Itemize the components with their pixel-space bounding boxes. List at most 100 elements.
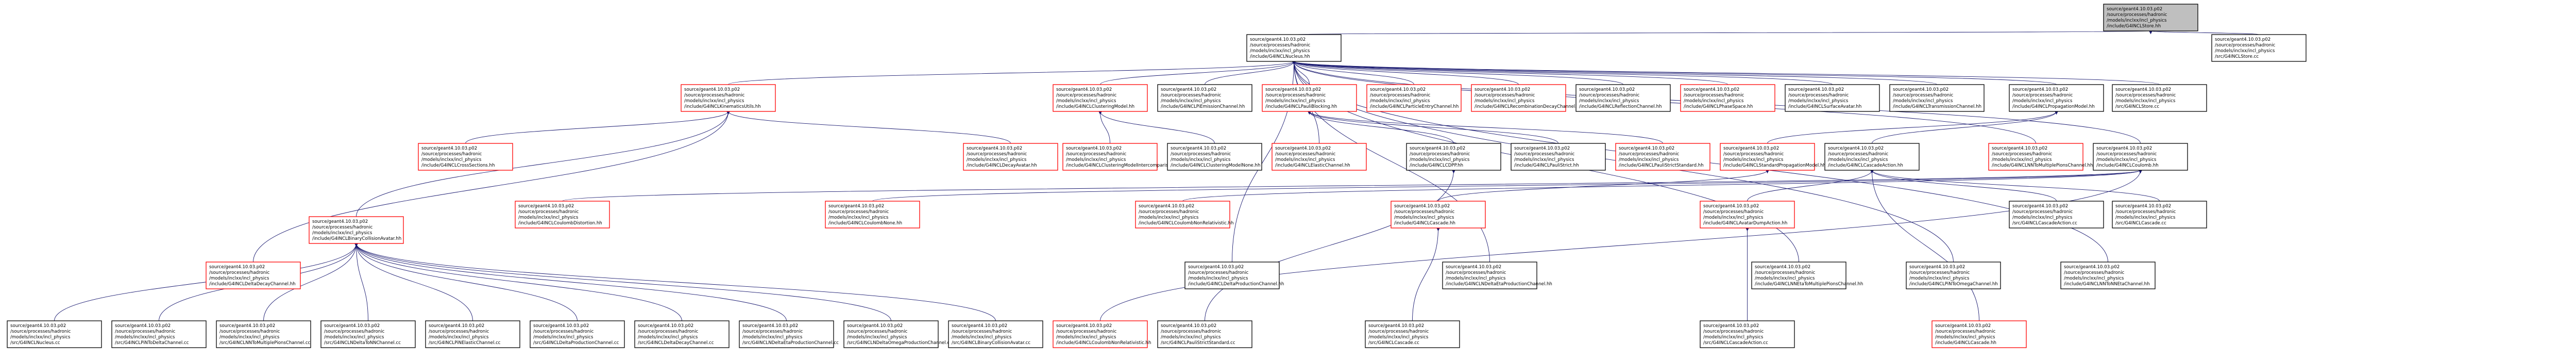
node-box [1700, 201, 1795, 229]
node-label-line: /models/inclxx/incl_physics [1056, 99, 1116, 104]
graph-node-recoilch[interactable]: source/geant4.10.03.p02/source/processes… [1471, 84, 1582, 112]
graph-node-store-cc[interactable]: source/geant4.10.03.p02/source/processes… [2112, 84, 2207, 112]
graph-node-cdpp[interactable]: source/geant4.10.03.p02/source/processes… [1406, 143, 1501, 171]
graph-node-coulombnonrel[interactable]: source/geant4.10.03.p02/source/processes… [1135, 201, 1233, 229]
node-label-line: /models/inclxx/incl_physics [1368, 335, 1429, 340]
node-label-line: /include/G4INCLPiNToOmegaChannel.hh [1909, 282, 1998, 287]
graph-node-clustering[interactable]: source/geant4.10.03.p02/source/processes… [1053, 84, 1148, 112]
graph-node-b-eta-cc[interactable]: source/geant4.10.03.p02/source/processes… [739, 320, 839, 348]
node-label-line: /include/G4INCLParticleEntryChannel.hh [1370, 104, 1459, 109]
graph-node-deltaprod[interactable]: source/geant4.10.03.p02/source/processes… [1184, 262, 1284, 289]
graph-node-b-binary-cc[interactable]: source/geant4.10.03.p02/source/processes… [320, 320, 416, 348]
node-label-line: /source/processes/hadronic [847, 329, 908, 334]
graph-edge [1292, 61, 2160, 85]
graph-edge [465, 111, 730, 144]
graph-node-b-coll-cc[interactable]: source/geant4.10.03.p02/source/processes… [948, 320, 1043, 348]
node-label-line: /include/G4INCLTransmissionChannel.hh [1893, 104, 1981, 109]
graph-edge [354, 243, 473, 321]
graph-node-propagation[interactable]: source/geant4.10.03.p02/source/processes… [2009, 84, 2104, 112]
graph-node-b-kin-cc[interactable]: source/geant4.10.03.p02/source/processes… [111, 320, 207, 348]
node-label-line: /models/inclxx/incl_physics [1935, 335, 1995, 340]
graph-node-incl-cc-hh[interactable]: source/geant4.10.03.p02/source/processes… [418, 143, 513, 171]
graph-node-piemission[interactable]: source/geant4.10.03.p02/source/processes… [1157, 84, 1252, 112]
node-box [948, 320, 1043, 348]
graph-node-cascadeaction-cc[interactable]: source/geant4.10.03.p02/source/processes… [2009, 201, 2104, 229]
graph-edge [1308, 111, 1454, 144]
node-label-line: /models/inclxx/incl_physics [115, 335, 175, 340]
graph-node-paulistd[interactable]: source/geant4.10.03.p02/source/processes… [1511, 143, 1606, 171]
graph-node-interaction[interactable]: source/geant4.10.03.p02/source/processes… [1680, 84, 1775, 112]
graph-node-stdprop[interactable]: source/geant4.10.03.p02/source/processes… [1720, 143, 1826, 171]
graph-node-nnetaprod[interactable]: source/geant4.10.03.p02/source/processes… [1751, 262, 1863, 289]
graph-node-pauli[interactable]: source/geant4.10.03.p02/source/processes… [1262, 84, 1357, 112]
node-box [530, 320, 625, 348]
graph-node-nucleus[interactable]: source/geant4.10.03.p02/source/processes… [1246, 34, 1342, 62]
graph-node-b-cascade-hh[interactable]: source/geant4.10.03.p02/source/processes… [1931, 320, 2027, 348]
graph-node-avataraction[interactable]: source/geant4.10.03.p02/source/processes… [1700, 201, 1795, 229]
graph-node-coulombnone[interactable]: source/geant4.10.03.p02/source/processes… [825, 201, 920, 229]
node-label-line: /include/G4INCLPhaseSpace.hh [1684, 104, 1753, 109]
node-box [2211, 34, 2307, 62]
graph-edge [1292, 61, 1833, 85]
node-label-line: /include/G4INCLSurfaceAvatar.hh [1788, 104, 1861, 109]
graph-node-b-decay-cc[interactable]: source/geant4.10.03.p02/source/processes… [425, 320, 520, 348]
node-label-line: source/geant4.10.03.p02 [1828, 146, 1884, 151]
graph-node-inclcascade[interactable]: source/geant4.10.03.p02/source/processes… [1391, 201, 1486, 229]
graph-node-crosssec[interactable]: source/geant4.10.03.p02/source/processes… [206, 262, 301, 289]
node-label-line: /source/processes/hadronic [421, 152, 482, 157]
node-label-line: source/geant4.10.03.p02 [518, 204, 574, 209]
graph-node-nndecay[interactable]: source/geant4.10.03.p02/source/processes… [1988, 143, 2093, 171]
graph-node-transmission[interactable]: source/geant4.10.03.p02/source/processes… [1889, 84, 1985, 112]
graph-node-decayavatar[interactable]: source/geant4.10.03.p02/source/processes… [1366, 84, 1462, 112]
graph-node-b-stdprop-cc[interactable]: source/geant4.10.03.p02/source/processes… [1700, 320, 1795, 348]
graph-node-coulombdist[interactable]: source/geant4.10.03.p02/source/processes… [515, 201, 610, 229]
graph-node-elastic[interactable]: source/geant4.10.03.p02/source/processes… [1272, 143, 1367, 171]
graph-node-etaprod[interactable]: source/geant4.10.03.p02/source/processes… [1442, 262, 1552, 289]
graph-node-surfaceavatar[interactable]: source/geant4.10.03.p02/source/processes… [1785, 84, 1880, 112]
node-box [1365, 320, 1460, 348]
graph-node-b-nucleus-cc[interactable]: source/geant4.10.03.p02/source/processes… [7, 320, 102, 348]
node-box [2009, 84, 2104, 112]
node-box [309, 216, 404, 244]
graph-node-kinematics[interactable]: source/geant4.10.03.p02/source/processes… [681, 84, 776, 112]
graph-node-binaryav[interactable]: source/geant4.10.03.p02/source/processes… [309, 216, 404, 244]
node-label-line: /models/inclxx/incl_physics [2064, 276, 2124, 281]
graph-node-b-cascade-cc[interactable]: source/geant4.10.03.p02/source/processes… [1365, 320, 1460, 348]
node-label-line: /models/inclxx/incl_physics [2107, 18, 2167, 23]
graph-node-b-cdpp-cc[interactable]: source/geant4.10.03.p02/source/processes… [1157, 320, 1252, 348]
graph-node-root[interactable]: source/geant4.10.03.p02/source/processes… [2103, 4, 2198, 31]
graph-edge [726, 111, 1011, 144]
node-label-line: source/geant4.10.03.p02 [967, 146, 1022, 151]
graph-node-reflection[interactable]: source/geant4.10.03.p02/source/processes… [1575, 84, 1671, 112]
graph-node-omegaprod[interactable]: source/geant4.10.03.p02/source/processes… [1906, 262, 2001, 289]
graph-node-chargeex[interactable]: source/geant4.10.03.p02/source/processes… [2060, 262, 2156, 289]
graph-node-b-coulomb-cc[interactable]: source/geant4.10.03.p02/source/processes… [1053, 320, 1151, 348]
node-label-line: source/geant4.10.03.p02 [1056, 87, 1112, 92]
node-label-line: /src/G4INCLPiNToDeltaChannel.cc [115, 340, 189, 346]
graph-edge [562, 170, 2142, 202]
graph-node-b-nneta-cc[interactable]: source/geant4.10.03.p02/source/processes… [843, 320, 952, 348]
graph-edge [1292, 61, 1937, 85]
graph-node-clustmodel-none[interactable]: source/geant4.10.03.p02/source/processes… [1167, 143, 1262, 171]
node-label-line: source/geant4.10.03.p02 [429, 323, 484, 329]
node-label-line: /source/processes/hadronic [1579, 93, 1640, 98]
graph-node-b-clusterdecay-cc[interactable]: source/geant4.10.03.p02/source/processes… [216, 320, 311, 348]
graph-node-b-delta-cc[interactable]: source/geant4.10.03.p02/source/processes… [634, 320, 730, 348]
graph-node-b-elastic-cc[interactable]: source/geant4.10.03.p02/source/processes… [530, 320, 625, 348]
graph-node-clusterdecay-cc[interactable]: source/geant4.10.03.p02/source/processes… [2211, 34, 2307, 62]
node-label-line: source/geant4.10.03.p02 [1394, 204, 1450, 209]
graph-edge [1872, 111, 2058, 144]
node-label-line: /src/G4INCLStore.cc [2115, 104, 2159, 109]
graph-node-decayav2[interactable]: source/geant4.10.03.p02/source/processes… [963, 143, 1058, 171]
graph-node-cascade-cc-b[interactable]: source/geant4.10.03.p02/source/processes… [2112, 201, 2207, 229]
graph-node-clustmodel-intercomp[interactable]: source/geant4.10.03.p02/source/processes… [1062, 143, 1180, 171]
node-label-line: /include/G4INCLPauliStrictStandard.hh [1619, 163, 1704, 168]
node-label-line: /models/inclxx/incl_physics [2012, 99, 2073, 104]
graph-node-paulistrictstd[interactable]: source/geant4.10.03.p02/source/processes… [1615, 143, 1710, 171]
node-label-line: /models/inclxx/incl_physics [1909, 276, 1970, 281]
graph-node-cascade-hh[interactable]: source/geant4.10.03.p02/source/processes… [1824, 143, 1920, 171]
graph-node-coulomb[interactable]: source/geant4.10.03.p02/source/processes… [2093, 143, 2188, 171]
node-label-line: source/geant4.10.03.p02 [2064, 265, 2120, 270]
node-box [1157, 320, 1252, 348]
node-label-line: /include/G4INCLNNEtaToMultiplePionsChann… [1755, 282, 1863, 287]
